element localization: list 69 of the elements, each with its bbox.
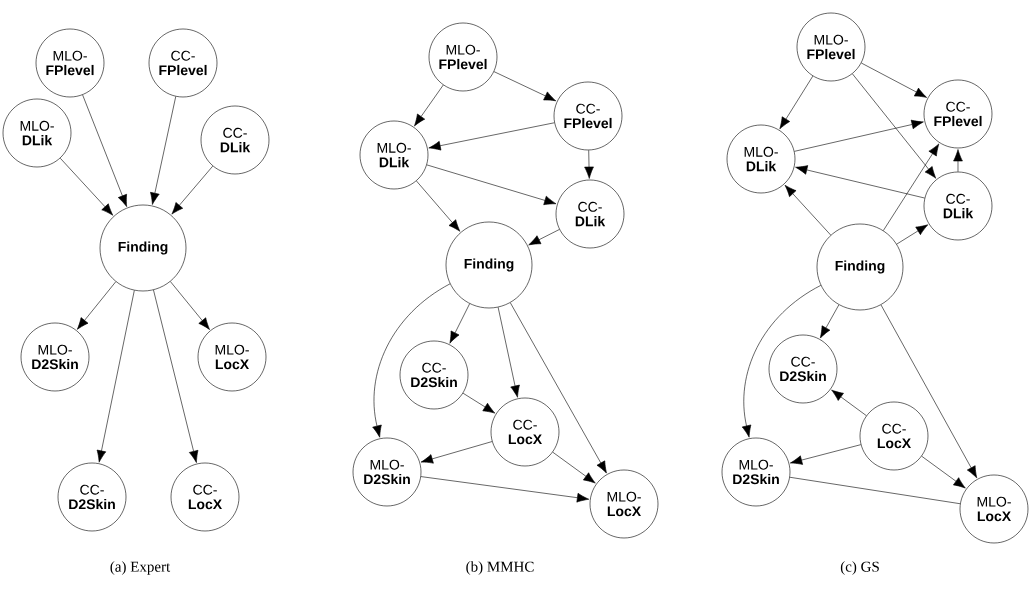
arrow: [497, 307, 520, 398]
arrow: [861, 62, 927, 98]
arrow: [510, 302, 607, 474]
arrow: [784, 184, 832, 236]
arrow: [831, 389, 867, 416]
arrow: [171, 165, 214, 215]
circle-node: CC- FPlevel: [553, 81, 623, 151]
arrow: [896, 224, 929, 245]
circle-node: Finding: [445, 221, 533, 309]
circle-node: Finding: [816, 223, 904, 311]
arrow: [449, 303, 470, 344]
arrow: [852, 73, 937, 179]
circle-node: CC- LocX: [490, 397, 560, 467]
arrow: [493, 71, 557, 102]
arrow: [77, 281, 117, 330]
circle-node: MLO- D2Skin: [20, 322, 90, 392]
circle-node: MLO- LocX: [959, 474, 1029, 544]
arrow: [741, 285, 822, 438]
arrow: [790, 444, 862, 465]
circle-node: MLO- LocX: [589, 469, 659, 539]
arrow: [420, 441, 493, 464]
arrow: [414, 84, 444, 127]
arrow: [82, 94, 127, 207]
circle-node: Finding: [99, 204, 187, 292]
arrow: [428, 122, 555, 151]
circle-node: CC- FPlevel: [923, 79, 993, 149]
circle-node: CC- D2Skin: [57, 462, 127, 532]
circle-node: MLO- D2Skin: [352, 437, 422, 507]
arrow: [584, 150, 594, 179]
arrow: [153, 289, 199, 463]
circle-node: MLO- LocX: [197, 322, 267, 392]
circle-node: CC- LocX: [170, 462, 240, 532]
arrow: [416, 180, 461, 232]
circle-node: CC- FPlevel: [148, 28, 218, 98]
circle-node: MLO- DLik: [2, 98, 72, 168]
arrow: [820, 304, 840, 339]
arrow: [96, 290, 135, 463]
circle-node: CC- DLik: [923, 171, 993, 241]
arrow: [426, 164, 557, 206]
circle-node: MLO- DLik: [359, 120, 429, 190]
caption: (b) MMHC: [466, 561, 534, 575]
arrow: [880, 304, 978, 479]
arrow: [528, 229, 560, 246]
circle-node: CC- D2Skin: [768, 334, 838, 404]
arrow: [462, 392, 496, 414]
arrow: [59, 157, 114, 216]
circle-node: CC- DLik: [555, 179, 625, 249]
arrow: [883, 143, 940, 231]
circle-node: MLO- DLik: [726, 124, 796, 194]
arrow: [779, 75, 814, 130]
arrow: [552, 451, 596, 484]
arrow: [170, 281, 210, 330]
arrow: [794, 119, 924, 152]
circle-node: MLO- FPlevel: [35, 28, 105, 98]
connector-line: [789, 476, 961, 505]
circle-node: MLO- FPlevel: [796, 12, 866, 82]
circle-node: CC- LocX: [859, 401, 929, 471]
circle-node: MLO- D2Skin: [721, 437, 791, 507]
circle-node: CC- DLik: [200, 105, 270, 175]
circle-node: CC- D2Skin: [399, 340, 469, 410]
arrow: [921, 455, 966, 489]
caption: (a) Expert: [110, 561, 171, 575]
circle-node: MLO- FPlevel: [428, 22, 498, 92]
arrow: [150, 96, 177, 205]
arrow: [372, 283, 451, 438]
arrow: [795, 165, 925, 199]
caption: (c) GS: [840, 561, 879, 575]
arrow: [420, 476, 590, 503]
arrow: [953, 149, 963, 172]
